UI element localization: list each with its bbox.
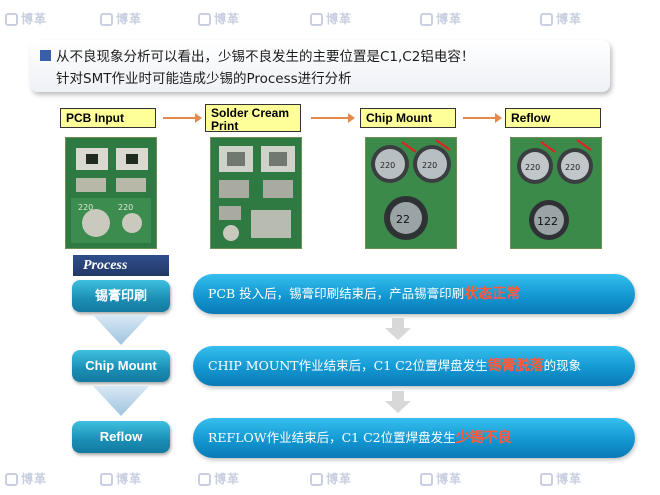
- step-description-solder-print: PCB 投入后，锡膏印刷结束后，产品锡膏印刷状态正常: [193, 274, 635, 314]
- stage-label-pcb-input: PCB Input: [60, 108, 156, 128]
- watermark: 博革: [198, 470, 240, 487]
- watermark: 博革: [100, 470, 142, 487]
- flow-arrow-icon: [163, 113, 202, 123]
- gray-down-arrow-icon: [385, 318, 411, 340]
- defect-marker-icon: [435, 139, 451, 151]
- summary-line-1: 从不良现象分析可以看出，少锡不良发生的主要位置是C1,C2铝电容！: [56, 49, 475, 65]
- step-description-chip-mount: CHIP MOUNT作业结束后，C1 C2位置焊盘发生锡膏脱落的现象: [193, 346, 635, 386]
- photo-label: 122: [537, 215, 558, 228]
- process-step-solder-print[interactable]: 锡膏印刷: [72, 280, 170, 312]
- watermark-logo-icon: [198, 13, 211, 26]
- photo-label: 220: [525, 163, 540, 172]
- watermark: 博革: [540, 10, 582, 27]
- step-down-arrow-icon: [93, 315, 149, 345]
- summary-banner: 从不良现象分析可以看出，少锡不良发生的主要位置是C1,C2铝电容！ 针对SMT作…: [30, 40, 610, 92]
- watermark-logo-icon: [100, 13, 113, 26]
- watermark: 博革: [310, 470, 352, 487]
- watermark-logo-icon: [5, 13, 18, 26]
- photo-label: 22: [396, 213, 410, 226]
- process-heading: Process: [73, 255, 169, 276]
- defect-marker-icon: [401, 141, 417, 153]
- watermark-logo-icon: [310, 473, 323, 486]
- photo-label: 220: [118, 203, 133, 212]
- watermark-logo-icon: [5, 473, 18, 486]
- process-step-reflow[interactable]: Reflow: [72, 421, 170, 453]
- watermark: 博革: [420, 10, 462, 27]
- flow-arrow-icon: [463, 113, 502, 123]
- step-description-reflow: REFLOW作业结束后，C1 C2位置焊盘发生少锡不良: [193, 418, 635, 458]
- watermark: 博革: [198, 10, 240, 27]
- watermark: 博革: [5, 10, 47, 27]
- chip-mount-photo: 220 220 22: [365, 137, 457, 249]
- summary-line-2: 针对SMT作业时可能造成少锡的Process进行分析: [56, 71, 352, 87]
- watermark-logo-icon: [420, 473, 433, 486]
- stage-label-solder-cream: Solder Cream Print: [205, 104, 301, 133]
- defect-highlight: 少锡不良: [455, 430, 512, 446]
- watermark-logo-icon: [540, 13, 553, 26]
- watermark: 博革: [420, 470, 462, 487]
- step-down-arrow-icon: [93, 386, 149, 416]
- watermark: 博革: [540, 470, 582, 487]
- flow-arrow-icon: [311, 113, 355, 123]
- photo-label: 220: [78, 203, 93, 212]
- watermark-logo-icon: [198, 473, 211, 486]
- watermark: 博革: [310, 10, 352, 27]
- defect-marker-icon: [540, 141, 556, 153]
- photo-label: 220: [380, 161, 395, 170]
- photo-label: 220: [565, 163, 580, 172]
- stage-label-reflow: Reflow: [505, 108, 601, 128]
- defect-highlight: 锡膏脱落: [487, 358, 544, 374]
- process-step-chip-mount[interactable]: Chip Mount: [72, 350, 170, 382]
- pcb-input-photo: 220 220: [65, 137, 157, 249]
- gray-down-arrow-icon: [385, 391, 411, 413]
- defect-marker-icon: [576, 139, 592, 151]
- reflow-photo: 220 220 122: [510, 137, 602, 249]
- watermark: 博革: [100, 10, 142, 27]
- solder-cream-photo: [210, 137, 302, 249]
- bullet-square-icon: [40, 50, 51, 61]
- status-highlight: 状态正常: [464, 286, 521, 302]
- watermark-logo-icon: [310, 13, 323, 26]
- watermark: 博革: [5, 470, 47, 487]
- watermark-logo-icon: [540, 473, 553, 486]
- photo-label: 220: [422, 161, 437, 170]
- stage-label-chip-mount: Chip Mount: [360, 108, 456, 128]
- watermark-logo-icon: [420, 13, 433, 26]
- watermark-logo-icon: [100, 473, 113, 486]
